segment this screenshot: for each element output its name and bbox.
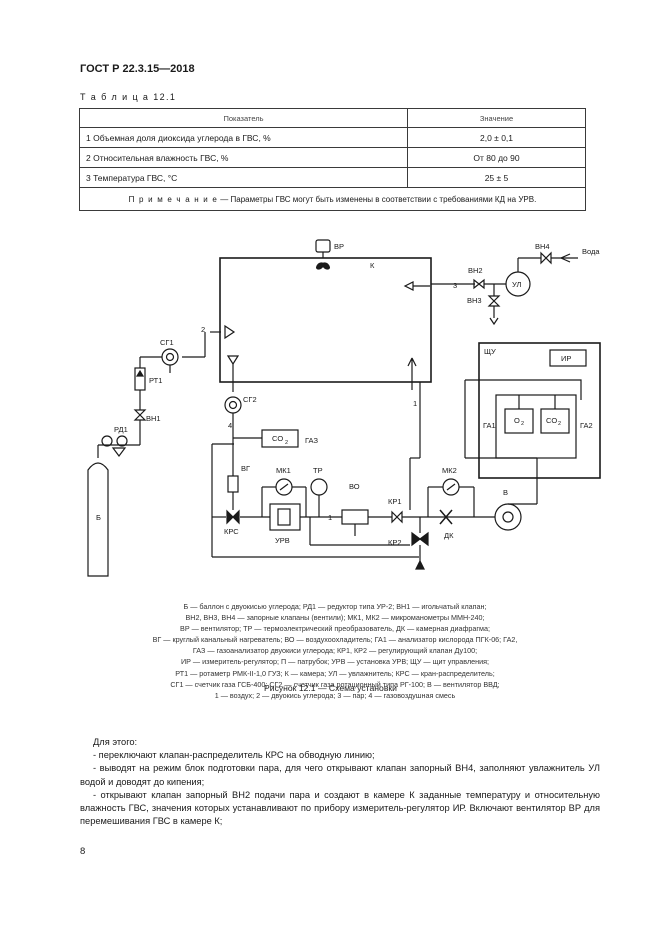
body-item: - открывают клапан запорный ВН2 подачи п…	[80, 789, 600, 827]
inlet-arrow	[224, 324, 236, 340]
table-note-row: П р и м е ч а н и е — Параметры ГВС могу…	[79, 187, 586, 211]
legend-line: 1 — воздух; 2 — двуокись углерода; 3 — п…	[214, 690, 456, 700]
label-co2-b: CO	[546, 416, 557, 425]
legend-line: РТ1 — ротаметр РМК-II-1,0 ГУЗ; К — камер…	[175, 668, 495, 678]
inlet-arrow	[403, 281, 414, 291]
legend-line: ВН2, ВН3, ВН4 — запорные клапаны (вентил…	[185, 613, 485, 623]
note-text: — Параметры ГВС могут быть изменены в со…	[218, 194, 537, 204]
table-header-row: Показатель Значение	[79, 108, 586, 128]
diagram-labels: ВР К ВН4 Вода ВН2 ВН3 УЛ 3 2 1 СГ1 РТ1 В…	[96, 242, 600, 547]
note-label: П р и м е ч а н и е	[128, 194, 219, 204]
label-n1a: 1	[413, 399, 417, 408]
label-rd1: РД1	[114, 425, 128, 434]
label-vo: ВО	[349, 482, 360, 491]
label-vn4: ВН4	[535, 242, 550, 251]
gas-meter-sg2	[224, 396, 242, 414]
label-vn2: ВН2	[468, 266, 483, 275]
valve-krs	[226, 509, 240, 525]
air-cooler-vo	[341, 509, 369, 525]
valve-vn3	[487, 295, 501, 307]
label-sg2: СГ2	[243, 395, 257, 404]
page-number: 8	[80, 846, 86, 857]
label-co2-b-sub: 2	[558, 421, 561, 427]
valve-kr1	[391, 510, 403, 524]
label-mk2: МК2	[442, 466, 457, 475]
valve-vn2	[473, 278, 485, 290]
analyzer-block	[495, 394, 577, 459]
label-shu: ЩУ	[484, 347, 496, 356]
label-v: В	[503, 488, 508, 497]
label-o2: O	[514, 416, 520, 425]
legend-line: Б — баллон с двуокисью углерода; РД1 — р…	[183, 602, 487, 611]
label-k: К	[370, 261, 375, 270]
gas-meter-sg1	[161, 348, 179, 366]
label-rt1: РТ1	[149, 376, 162, 385]
label-ul: УЛ	[512, 280, 522, 289]
unit-urv	[269, 503, 301, 531]
co2-cylinder-b	[87, 462, 109, 577]
document-header: ГОСТ Р 22.3.15—2018	[80, 63, 195, 75]
label-co2-sub: 2	[285, 440, 288, 446]
label-vn3: ВН3	[467, 296, 482, 305]
legend-line: ВР — вентилятор; ТР — термоэлектрический…	[180, 624, 490, 634]
label-ir: ИР	[561, 354, 571, 363]
body-text: Для этого: - переключают клапан-распреде…	[80, 736, 600, 828]
valve-vn4	[540, 251, 552, 265]
figure-caption: Рисунок 12.1 — Схема установки	[264, 683, 397, 693]
legend-line: СГ1 — счетчик газа ГСБ-400; СГ2 — счетчи…	[170, 679, 500, 689]
table-note: П р и м е ч а н и е — Параметры ГВС могу…	[79, 187, 586, 211]
legend-line: ВГ — круглый канальный нагреватель; ВО —…	[152, 635, 518, 645]
label-vg: ВГ	[241, 464, 250, 473]
label-n4: 4	[228, 421, 232, 430]
label-vn1: ВН1	[146, 414, 161, 423]
label-n2: 2	[201, 325, 205, 334]
label-urv: УРВ	[275, 536, 290, 545]
label-dk: ДК	[444, 531, 454, 540]
fan-vr	[315, 239, 331, 270]
chamber-k	[219, 257, 432, 383]
control-panel-shu	[478, 342, 601, 479]
label-co2: CO	[272, 434, 283, 443]
label-o2-sub: 2	[521, 421, 524, 427]
pressure-reducer-gauge	[101, 435, 113, 447]
label-krs: КРС	[224, 527, 239, 536]
label-voda: Вода	[582, 247, 600, 256]
body-item: - выводят на режим блок подготовки пара,…	[80, 763, 600, 787]
valve-vn1	[133, 409, 147, 421]
label-b: Б	[96, 513, 101, 522]
parameters-table: Показатель Значение 1 Объемная доля диок…	[79, 108, 586, 211]
meter-ir	[549, 349, 587, 367]
valve-kr2	[411, 531, 429, 547]
installation-diagram: ВР К ВН4 Вода ВН2 ВН3 УЛ 3 2 1 СГ1 РТ1 В…	[87, 239, 601, 577]
legend-line: ГАЗ — газоанализатор двуокиси углерода; …	[192, 646, 478, 656]
legend-line: ИР — измеритель-регулятор; П — патрубок;…	[180, 657, 490, 667]
heater-vg	[227, 475, 239, 493]
label-kr1: КР1	[388, 497, 402, 506]
label-mk1: МК1	[276, 466, 291, 475]
table-row: 2 Относительная влажность ГВС, % От 80 д…	[79, 147, 586, 168]
table-caption: Т а б л и ц а 12.1	[80, 92, 177, 102]
label-ga2: ГА2	[580, 421, 593, 430]
body-item: - переключают клапан-распределитель КРС …	[93, 750, 375, 761]
label-kr2: КР2	[388, 538, 402, 547]
figure-legend: Б — баллон с двуокисью углерода; РД1 — р…	[95, 601, 575, 701]
label-sg1: СГ1	[160, 338, 174, 347]
label-n1b: 1	[328, 513, 332, 522]
sensor-tr	[310, 478, 328, 496]
label-ga1: ГА1	[483, 421, 496, 430]
fan-v	[494, 503, 522, 531]
body-lead: Для этого:	[93, 737, 138, 747]
label-tr: ТР	[313, 466, 323, 475]
label-gaz: ГАЗ	[305, 436, 318, 445]
label-vr: ВР	[334, 242, 344, 251]
label-n3: 3	[453, 281, 457, 290]
